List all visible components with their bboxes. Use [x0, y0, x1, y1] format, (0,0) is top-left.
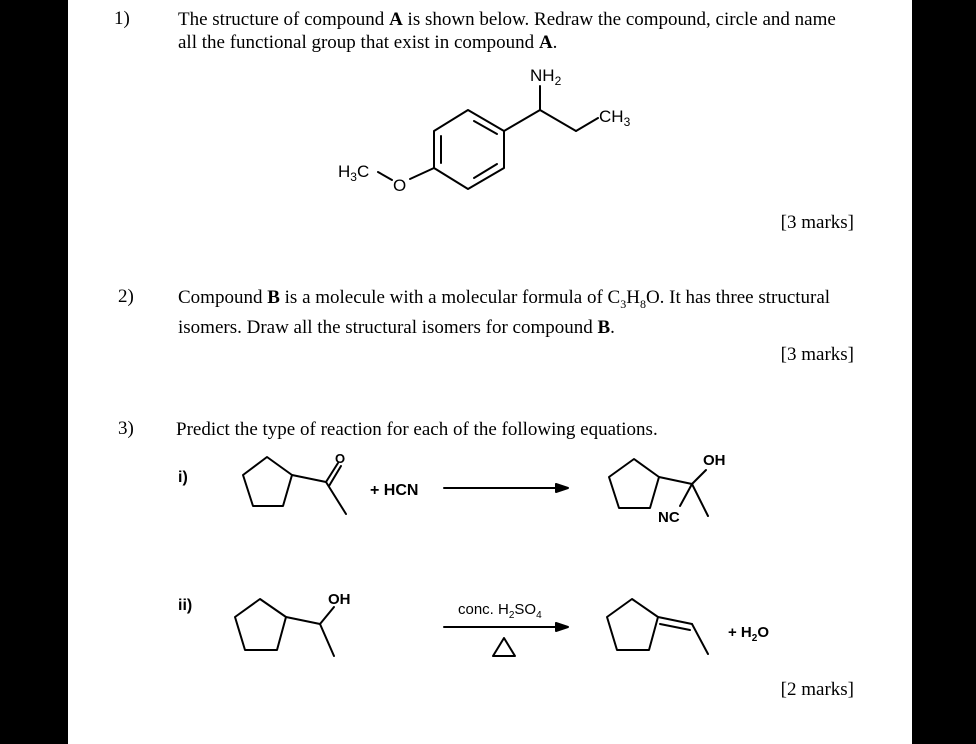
q1-text-d: .	[552, 32, 558, 53]
reaction-ii-labels: ii) OH conc. H2SO4 + H2O	[178, 591, 769, 644]
question-2-text: Compound B is a molecule with a molecula…	[178, 286, 868, 339]
q2-text-d: isomers. Draw all the structural isomers…	[178, 316, 598, 338]
nh2-label: NH2	[530, 66, 562, 88]
reaction-i-label: i)	[178, 469, 188, 486]
reaction-ii-product	[606, 598, 709, 655]
q1-bold-b: A	[538, 32, 553, 53]
water-byproduct-label: + H2O	[728, 624, 769, 644]
q1-text-b: is shown below. Redraw the compound, cir…	[402, 9, 836, 30]
q2-bold-b: B	[597, 316, 611, 338]
ether-oxygen-label: O	[393, 176, 406, 195]
question-2-marks: [3 marks]	[780, 344, 854, 365]
reaction-ii-reactant	[234, 598, 335, 657]
ketone-oxygen-label: O	[335, 451, 345, 466]
compound-a-labels: NH2 CH3 H3C O	[338, 66, 631, 195]
q2-text-b: is a molecule with a molecular formula o…	[279, 287, 621, 308]
reaction-ii-arrow	[443, 622, 569, 657]
q1-text-c: all the functional group that exist in c…	[178, 32, 539, 53]
q1-bold-a: A	[389, 9, 403, 30]
question-3-marks: [2 marks]	[780, 679, 854, 700]
reactant-oh-label: OH	[328, 591, 351, 608]
product-nc-label: NC	[658, 509, 680, 526]
q2-text-h: H	[626, 287, 640, 308]
q2-bold-a: B	[267, 287, 280, 308]
h3c-label: H3C	[338, 162, 369, 184]
q2-text-e: .	[610, 316, 615, 338]
question-2-number: 2)	[118, 286, 134, 307]
reaction-i-labels: i) O + HCN OH NC	[178, 451, 726, 526]
question-3-number: 3)	[118, 418, 134, 439]
compound-a-side-chain	[503, 85, 599, 132]
hcn-reagent: + HCN	[370, 482, 418, 499]
question-3-text: Predict the type of reaction for each of…	[176, 419, 658, 440]
q2-text-a: Compound	[178, 287, 268, 308]
ch3-label: CH3	[599, 107, 631, 129]
reaction-i-arrow	[443, 483, 569, 493]
reaction-ii-label: ii)	[178, 597, 192, 614]
acid-condition-label: conc. H2SO4	[458, 601, 542, 621]
q2-sub-2: 8	[639, 296, 646, 311]
question-1-marks: [3 marks]	[780, 212, 854, 233]
reaction-i-product	[608, 458, 709, 517]
q1-text-a: The structure of compound	[178, 9, 390, 30]
compound-a-methoxy-bonds	[377, 167, 435, 181]
question-1-number: 1)	[114, 8, 130, 29]
reaction-i-reactant	[242, 456, 347, 515]
worksheet-paper	[68, 0, 912, 744]
product-oh-label: OH	[703, 452, 726, 469]
q2-text-c: O. It has three structural	[645, 287, 831, 308]
question-1-text: The structure of compound A is shown bel…	[178, 8, 868, 54]
compound-a-benzene-ring	[433, 109, 505, 190]
q2-sub-1: 3	[620, 296, 627, 311]
